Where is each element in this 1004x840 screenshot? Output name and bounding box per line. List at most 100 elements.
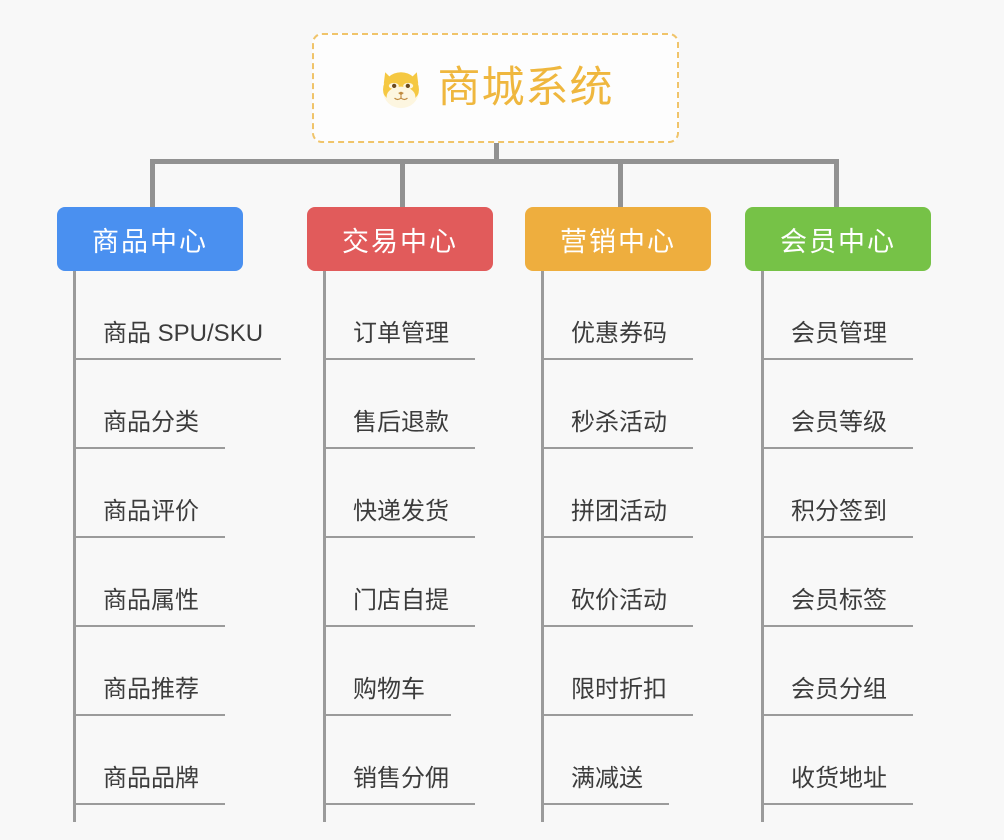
leaf-item[interactable]: 购物车 xyxy=(323,627,557,716)
leaf-item[interactable]: 会员等级 xyxy=(761,360,995,449)
leaf-item-label: 积分签到 xyxy=(791,498,887,525)
leaf-item[interactable]: 秒杀活动 xyxy=(541,360,775,449)
leaf-item-rule xyxy=(761,358,913,360)
category-header-member[interactable]: 会员中心 xyxy=(745,207,931,271)
leaf-item[interactable]: 商品品牌 xyxy=(73,716,307,805)
leaf-item[interactable]: 商品 SPU/SKU xyxy=(73,271,307,360)
connector-drop-2 xyxy=(400,159,405,207)
leaf-item-label: 拼团活动 xyxy=(571,498,667,525)
connector-bar xyxy=(150,159,839,164)
category-header-marketing[interactable]: 营销中心 xyxy=(525,207,711,271)
category-title: 会员中心 xyxy=(780,226,896,257)
connector-drop-1 xyxy=(150,159,155,207)
leaf-item[interactable]: 门店自提 xyxy=(323,538,557,627)
category-title: 商品中心 xyxy=(92,226,208,257)
leaf-item-label: 会员标签 xyxy=(791,587,887,614)
item-list: 优惠券码秒杀活动拼团活动砍价活动限时折扣满减送 xyxy=(541,271,775,805)
leaf-item-rule xyxy=(323,625,475,627)
leaf-item[interactable]: 快递发货 xyxy=(323,449,557,538)
leaf-item-rule xyxy=(761,714,913,716)
leaf-item[interactable]: 限时折扣 xyxy=(541,627,775,716)
connector-drop-3 xyxy=(618,159,623,207)
leaf-item-label: 秒杀活动 xyxy=(571,409,667,436)
category-title: 营销中心 xyxy=(560,226,676,257)
column-spine xyxy=(73,271,76,822)
leaf-item-label: 商品分类 xyxy=(103,409,199,436)
leaf-item-rule xyxy=(323,803,475,805)
shiba-dog-face-icon xyxy=(382,72,419,109)
leaf-item-label: 限时折扣 xyxy=(571,676,667,703)
column-spine xyxy=(761,271,764,822)
leaf-item-label: 商品品牌 xyxy=(103,765,199,792)
leaf-item[interactable]: 会员标签 xyxy=(761,538,995,627)
leaf-item-rule xyxy=(323,447,475,449)
leaf-item[interactable]: 收货地址 xyxy=(761,716,995,805)
leaf-item-rule xyxy=(541,714,693,716)
column-spine xyxy=(323,271,326,822)
leaf-item-label: 会员分组 xyxy=(791,676,887,703)
leaf-item-label: 商品属性 xyxy=(103,587,199,614)
leaf-item[interactable]: 商品分类 xyxy=(73,360,307,449)
leaf-item-label: 收货地址 xyxy=(791,765,887,792)
category-column-trade: 交易中心 订单管理售后退款快递发货门店自提购物车销售分佣 xyxy=(307,207,557,822)
leaf-item-rule xyxy=(541,536,693,538)
category-header-product[interactable]: 商品中心 xyxy=(57,207,243,271)
leaf-item[interactable]: 售后退款 xyxy=(323,360,557,449)
leaf-item-rule xyxy=(541,447,693,449)
leaf-item-rule xyxy=(323,536,475,538)
leaf-item-label: 购物车 xyxy=(353,676,425,703)
leaf-item-rule xyxy=(323,714,451,716)
leaf-item-label: 销售分佣 xyxy=(353,765,449,792)
leaf-item-label: 商品推荐 xyxy=(103,676,199,703)
leaf-item-rule xyxy=(761,625,913,627)
item-list: 商品 SPU/SKU 商品分类商品评价商品属性商品推荐商品品牌 xyxy=(73,271,307,805)
item-list: 订单管理售后退款快递发货门店自提购物车销售分佣 xyxy=(323,271,557,805)
column-spine xyxy=(541,271,544,822)
leaf-item-rule xyxy=(761,803,913,805)
category-column-member: 会员中心 会员管理会员等级积分签到会员标签会员分组收货地址 xyxy=(745,207,995,822)
connector-stem xyxy=(494,143,499,162)
leaf-item-rule xyxy=(73,447,225,449)
leaf-item[interactable]: 会员管理 xyxy=(761,271,995,360)
leaf-item-label: 订单管理 xyxy=(353,320,449,347)
leaf-item-rule xyxy=(73,714,225,716)
leaf-item-label: 满减送 xyxy=(571,765,643,792)
leaf-item[interactable]: 优惠券码 xyxy=(541,271,775,360)
item-list: 会员管理会员等级积分签到会员标签会员分组收货地址 xyxy=(761,271,995,805)
leaf-item-label: 商品 SPU/SKU xyxy=(103,320,264,347)
category-column-marketing: 营销中心 优惠券码秒杀活动拼团活动砍价活动限时折扣满减送 xyxy=(525,207,775,822)
leaf-item-label: 会员等级 xyxy=(791,409,887,436)
root-node-mall-system[interactable]: 商城系统 xyxy=(312,33,679,143)
leaf-item-label: 优惠券码 xyxy=(571,320,667,347)
category-header-trade[interactable]: 交易中心 xyxy=(307,207,493,271)
leaf-item[interactable]: 会员分组 xyxy=(761,627,995,716)
leaf-item[interactable]: 商品属性 xyxy=(73,538,307,627)
leaf-item-rule xyxy=(761,447,913,449)
leaf-item-label: 门店自提 xyxy=(353,587,449,614)
leaf-item-label: 商品评价 xyxy=(103,498,199,525)
leaf-item[interactable]: 砍价活动 xyxy=(541,538,775,627)
leaf-item[interactable]: 销售分佣 xyxy=(323,716,557,805)
connector-drop-4 xyxy=(834,159,839,207)
leaf-item-rule xyxy=(73,358,281,360)
leaf-item-rule xyxy=(73,536,225,538)
leaf-item[interactable]: 满减送 xyxy=(541,716,775,805)
leaf-item[interactable]: 商品推荐 xyxy=(73,627,307,716)
leaf-item[interactable]: 订单管理 xyxy=(323,271,557,360)
leaf-item-rule xyxy=(323,358,475,360)
leaf-item[interactable]: 积分签到 xyxy=(761,449,995,538)
leaf-item-rule xyxy=(541,625,693,627)
leaf-item-rule xyxy=(761,536,913,538)
leaf-item-label: 砍价活动 xyxy=(571,587,667,614)
category-title: 交易中心 xyxy=(342,226,458,257)
leaf-item[interactable]: 拼团活动 xyxy=(541,449,775,538)
root-title: 商城系统 xyxy=(437,63,614,112)
leaf-item-label: 会员管理 xyxy=(791,320,887,347)
leaf-item-rule xyxy=(73,625,225,627)
leaf-item[interactable]: 商品评价 xyxy=(73,449,307,538)
leaf-item-label: 售后退款 xyxy=(353,409,449,436)
leaf-item-rule xyxy=(541,803,669,805)
category-column-product: 商品中心 商品 SPU/SKU 商品分类商品评价商品属性商品推荐商品品牌 xyxy=(57,207,307,822)
leaf-item-rule xyxy=(541,358,693,360)
